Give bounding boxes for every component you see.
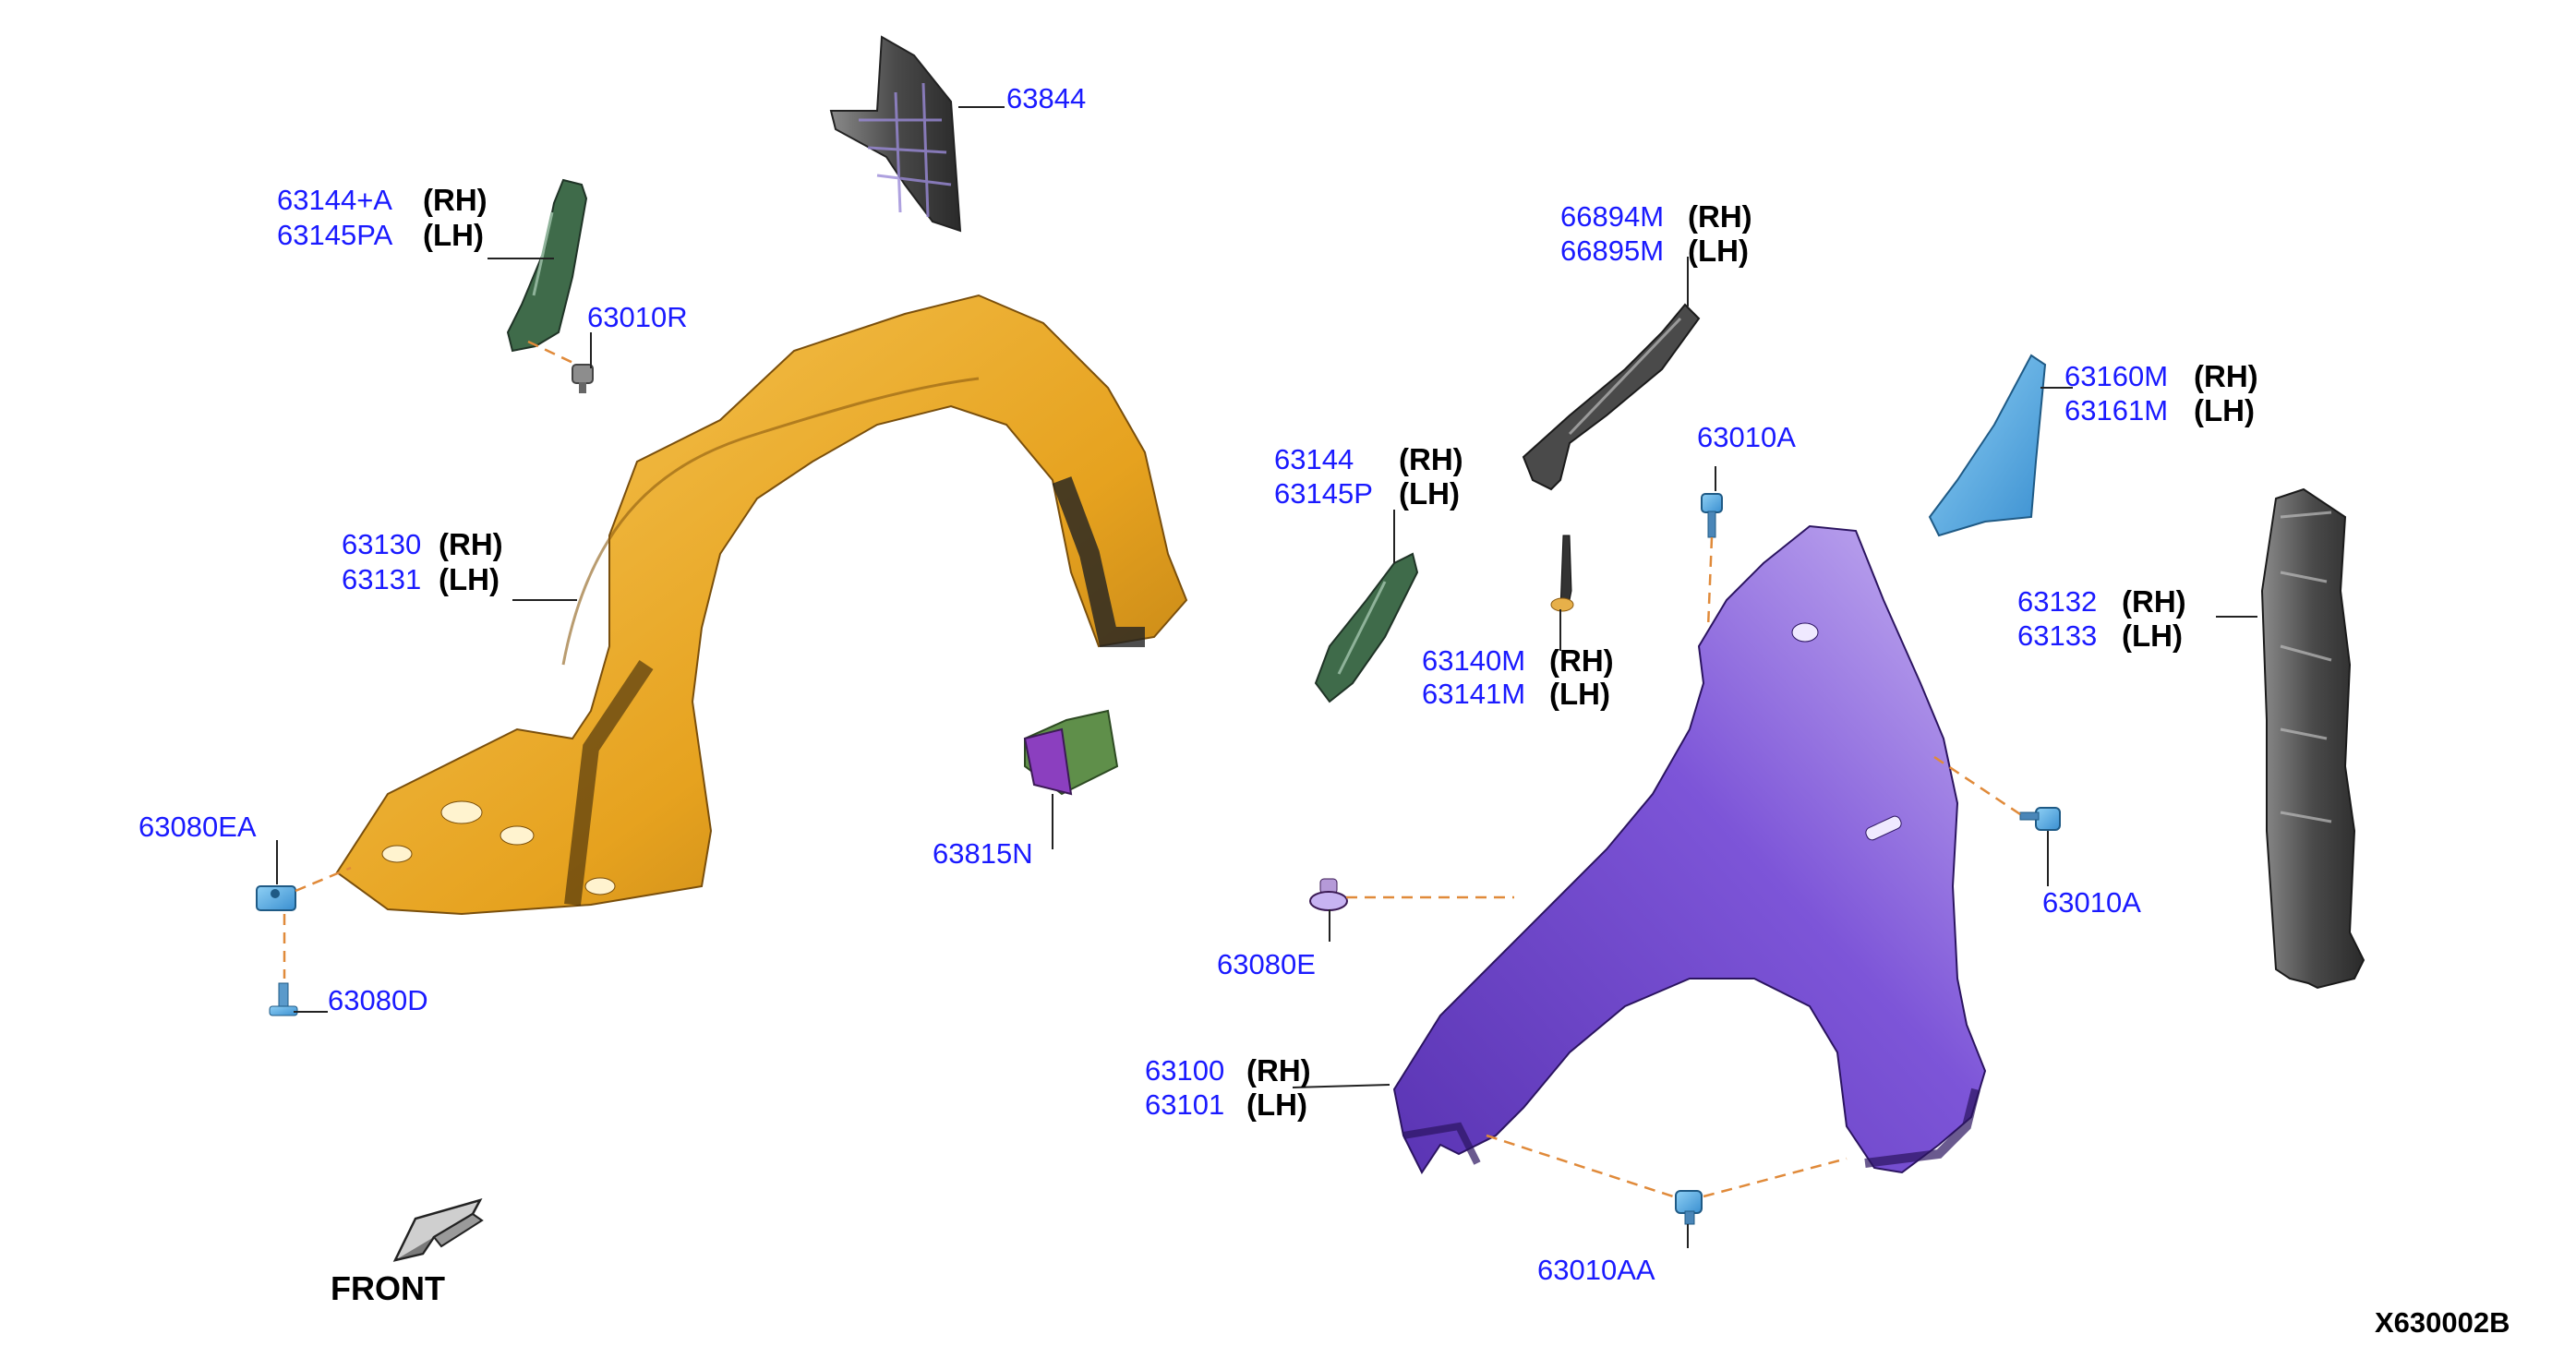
- side-label-lh: (LH): [1246, 1088, 1307, 1122]
- callout-63132[interactable]: 63132: [2017, 585, 2097, 618]
- callout-63010a-right[interactable]: 63010A: [2042, 886, 2141, 919]
- part-63144a-bracket-shape: [506, 178, 588, 353]
- callout-66894m[interactable]: 66894M: [1560, 200, 1664, 233]
- callout-63080ea[interactable]: 63080EA: [138, 811, 257, 843]
- part-63010aa-screw-shape: [1675, 1190, 1703, 1225]
- callout-63141m[interactable]: 63141M: [1422, 678, 1525, 710]
- part-63144-bracket-shape: [1314, 552, 1419, 703]
- callout-63010aa[interactable]: 63010AA: [1537, 1254, 1655, 1286]
- side-label-lh: (LH): [1549, 677, 1610, 711]
- side-label-lh: (LH): [2194, 393, 2255, 427]
- callout-63131[interactable]: 63131: [342, 563, 421, 595]
- side-label-rh: (RH): [2194, 359, 2258, 393]
- callout-63130[interactable]: 63130: [342, 528, 421, 560]
- front-arrow-icon: [392, 1197, 484, 1262]
- part-63160m-seal-shape: [1928, 354, 2047, 537]
- callout-63101[interactable]: 63101: [1145, 1088, 1224, 1121]
- front-label: FRONT: [331, 1269, 445, 1307]
- part-63132-protector-shape: [2260, 487, 2365, 990]
- side-label-lh: (LH): [423, 218, 484, 252]
- callout-63815n[interactable]: 63815N: [933, 837, 1033, 870]
- callout-63080e[interactable]: 63080E: [1217, 948, 1316, 980]
- side-label-lh: (LH): [439, 562, 500, 596]
- callout-63080d[interactable]: 63080D: [328, 984, 428, 1016]
- callout-63161m[interactable]: 63161M: [2064, 394, 2168, 427]
- part-63140m-bracket-shape: [1550, 535, 1574, 612]
- side-label-rh: (RH): [1688, 199, 1752, 234]
- side-label-rh: (RH): [1399, 442, 1463, 476]
- part-63080d-screw-shape: [269, 982, 298, 1016]
- part-63010a-top-screw-shape: [1701, 493, 1723, 538]
- part-63130-fender-liner-shape: [335, 294, 1188, 916]
- part-63080e-clip-shape: [1309, 878, 1348, 911]
- side-label-rh: (RH): [2122, 584, 2186, 619]
- diagram-code: X630002B: [2375, 1306, 2510, 1339]
- part-63010r-screw-shape: [572, 364, 594, 393]
- callout-63133[interactable]: 63133: [2017, 619, 2097, 652]
- callout-63160m[interactable]: 63160M: [2064, 360, 2168, 392]
- leader-lines: [276, 106, 2257, 1248]
- side-label-rh: (RH): [1549, 643, 1614, 678]
- callout-63100[interactable]: 63100: [1145, 1054, 1224, 1087]
- part-63100-fender-shape: [1392, 524, 1987, 1174]
- side-label-lh: (LH): [1688, 234, 1749, 268]
- side-label-rh: (RH): [423, 183, 488, 217]
- callout-63010r[interactable]: 63010R: [587, 301, 688, 333]
- side-label-rh: (RH): [1246, 1053, 1311, 1088]
- part-63844-bracket-shape: [829, 35, 962, 233]
- callout-66895m[interactable]: 66895M: [1560, 234, 1664, 267]
- callout-63144[interactable]: 63144: [1274, 443, 1354, 475]
- side-label-lh: (LH): [1399, 476, 1460, 511]
- callout-63844[interactable]: 63844: [1006, 82, 1086, 114]
- side-label-rh: (RH): [439, 527, 503, 561]
- callout-63010a-top[interactable]: 63010A: [1697, 421, 1796, 453]
- part-63010a-right-screw-shape: [2019, 807, 2061, 831]
- part-66894m-strip-shape: [1522, 303, 1701, 491]
- part-63815n-block-shape: [1023, 709, 1119, 796]
- side-label-lh: (LH): [2122, 619, 2183, 653]
- callout-63145pa[interactable]: 63145PA: [277, 219, 393, 251]
- callout-63145p[interactable]: 63145P: [1274, 477, 1373, 510]
- callout-63144a[interactable]: 63144+A: [277, 184, 392, 216]
- callout-63140m[interactable]: 63140M: [1422, 644, 1525, 677]
- part-63080ea-clip-shape: [256, 885, 296, 911]
